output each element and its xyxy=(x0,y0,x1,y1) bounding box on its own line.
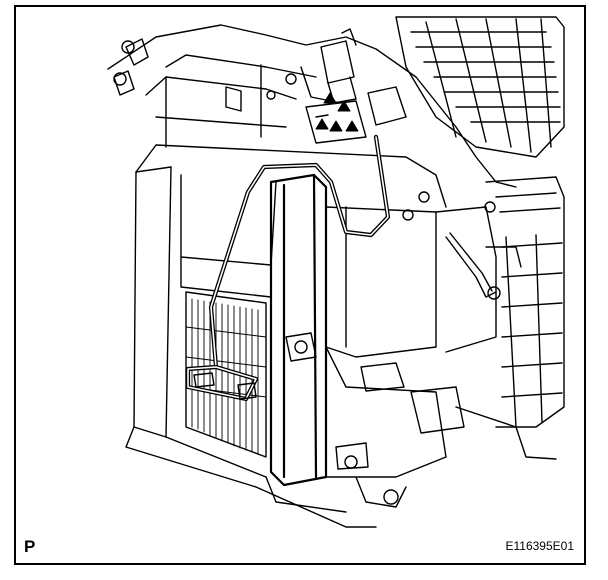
pipe-clamp xyxy=(193,372,257,400)
connector-assembly xyxy=(305,28,407,144)
evaporator-core-fins xyxy=(185,298,267,455)
fasteners xyxy=(402,191,496,221)
side-plate xyxy=(269,173,328,487)
refrigerant-pipe-inner xyxy=(210,136,389,368)
wire-harness xyxy=(445,232,522,300)
view-marker-label: P xyxy=(24,537,36,556)
right-housing xyxy=(455,176,565,460)
clip-symbols xyxy=(315,92,359,132)
hvac-unit-drawing xyxy=(107,16,565,528)
pipe-loop-inner xyxy=(187,366,257,400)
blower-grille xyxy=(395,16,565,158)
evaporator-case xyxy=(125,144,447,488)
figure-frame: P E116395E01 xyxy=(14,5,586,565)
upper-housing xyxy=(107,24,517,188)
figure-code-label: E116395E01 xyxy=(505,539,574,553)
refrigerant-pipe xyxy=(208,134,391,370)
